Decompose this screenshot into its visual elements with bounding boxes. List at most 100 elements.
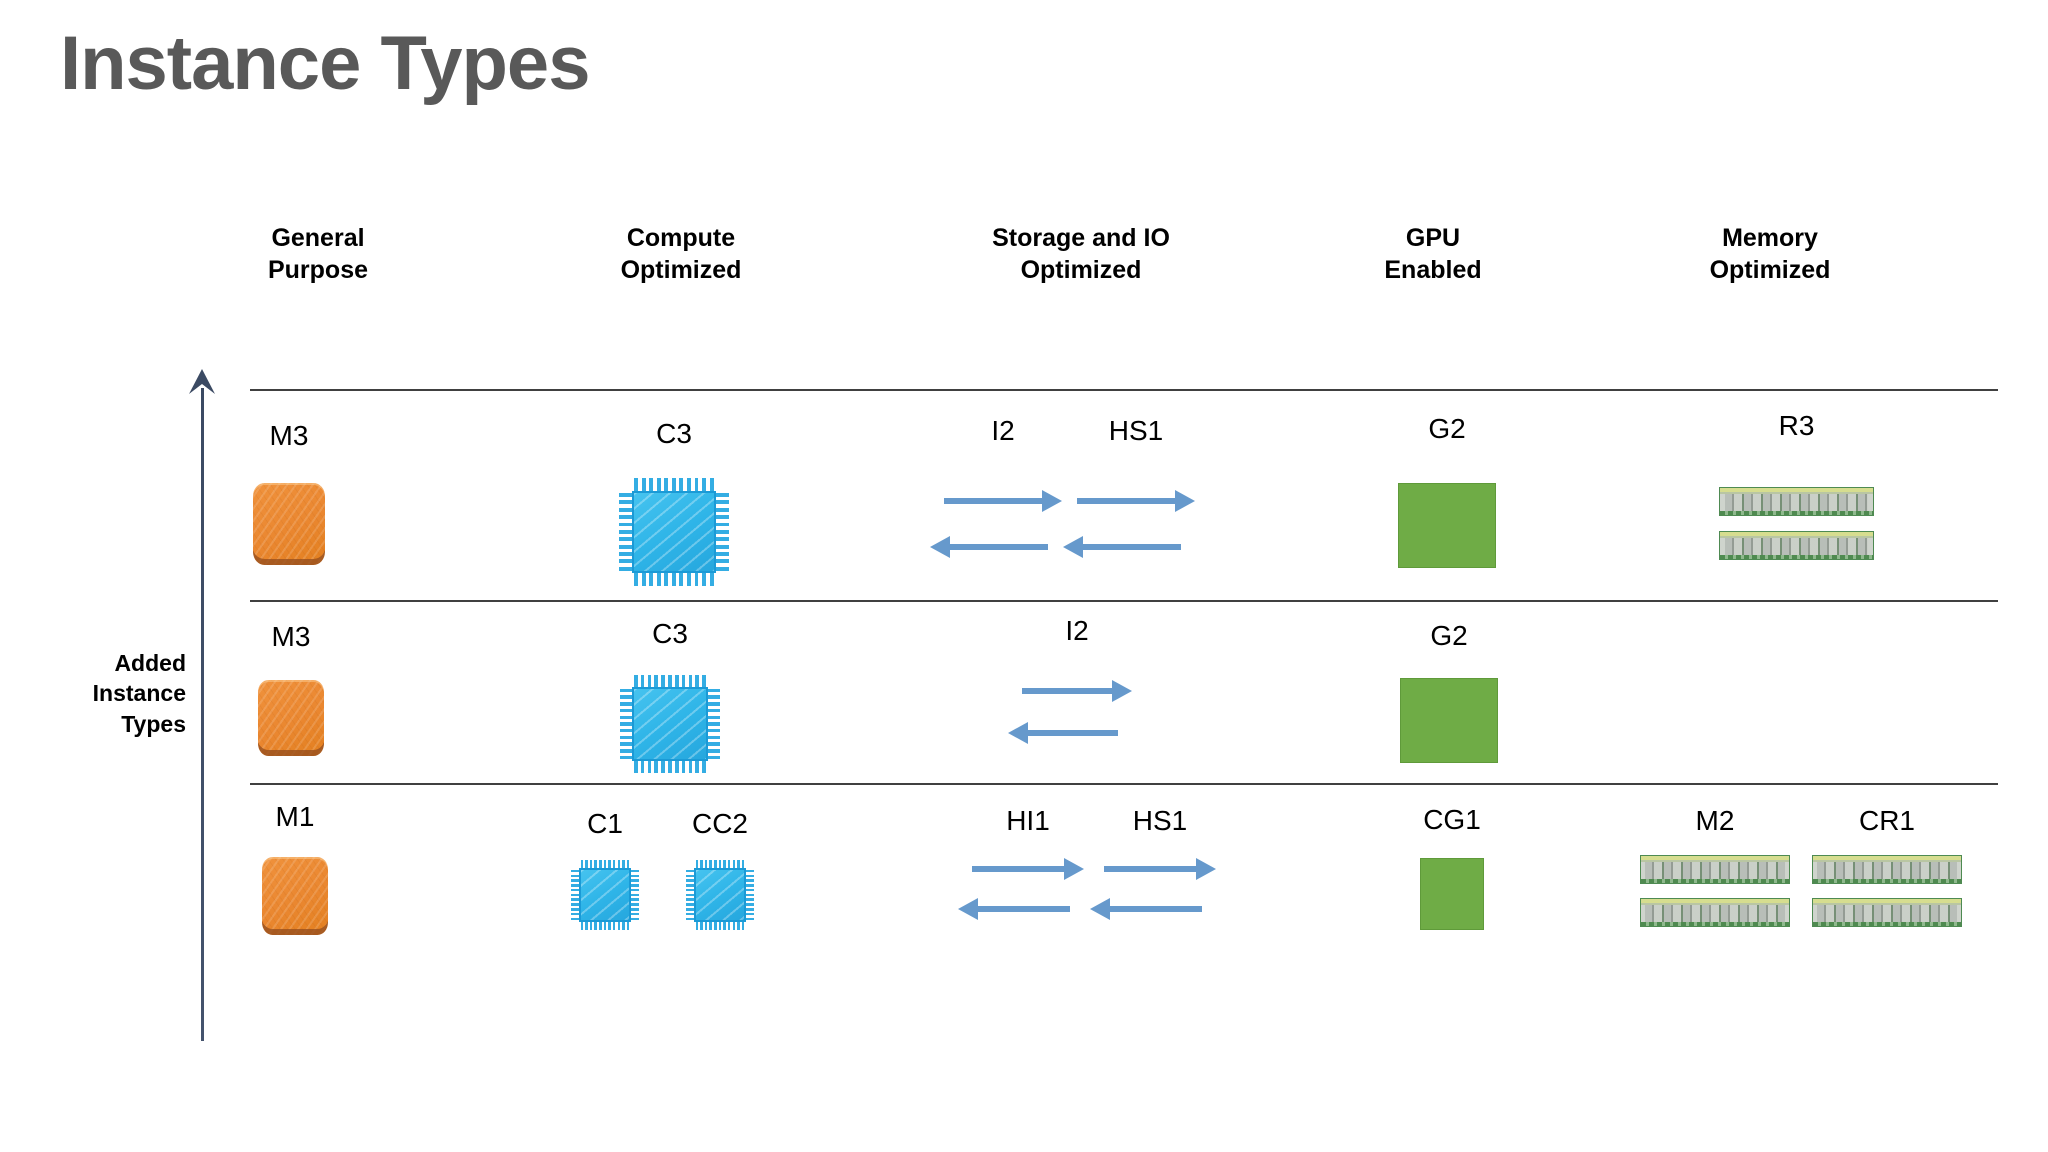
chip-die bbox=[632, 686, 708, 762]
cpu-orange-icon bbox=[253, 483, 325, 565]
axis-vertical-line bbox=[201, 388, 204, 1041]
column-header-line-2: Optimized bbox=[620, 256, 742, 284]
axis-label-line-2: Instance bbox=[92, 680, 186, 707]
ram-module bbox=[1812, 855, 1962, 884]
arrow-head bbox=[930, 536, 950, 558]
chip-pins-left bbox=[571, 869, 580, 921]
arrow-right-icon bbox=[1077, 490, 1195, 512]
chip-pins-left bbox=[686, 869, 695, 921]
instance-icon-c3 bbox=[620, 675, 720, 773]
instance-label-m3: M3 bbox=[269, 420, 309, 451]
instance-icon-hs1 bbox=[1090, 858, 1216, 920]
gpu-green-icon bbox=[1398, 483, 1496, 568]
instance-icon-cg1 bbox=[1420, 858, 1484, 930]
chip-pins-bottom bbox=[580, 921, 630, 930]
chip-die bbox=[694, 868, 746, 922]
instance-label-g2: G2 bbox=[1430, 620, 1468, 651]
arrow-shaft bbox=[974, 906, 1070, 912]
arrow-head bbox=[1064, 858, 1084, 880]
cpu-orange-icon bbox=[262, 857, 328, 935]
arrow-right-icon bbox=[972, 858, 1084, 880]
instance-icon-r3 bbox=[1719, 487, 1874, 560]
arrow-head bbox=[1196, 858, 1216, 880]
instance-label-g2: G2 bbox=[1428, 413, 1466, 444]
arrow-shaft bbox=[1022, 688, 1116, 694]
chip-pins-bottom bbox=[634, 573, 714, 586]
ram-stack-icon bbox=[1812, 855, 1962, 927]
instance-icon-cc2 bbox=[686, 860, 754, 930]
column-header-line-2: Purpose bbox=[267, 256, 369, 284]
arrow-shaft bbox=[944, 498, 1046, 504]
column-header-line-2: Optimized bbox=[1709, 256, 1831, 284]
ram-stack-icon bbox=[1640, 855, 1790, 927]
column-header-storage-io: Storage and IO Optimized bbox=[881, 222, 1281, 286]
instance-icon-m1 bbox=[262, 857, 328, 935]
arrow-head bbox=[1063, 536, 1083, 558]
chip-pins-top bbox=[634, 675, 706, 687]
page-title: Instance Types bbox=[60, 21, 590, 106]
column-header-line-1: General bbox=[271, 224, 365, 252]
arrow-shaft bbox=[1079, 544, 1181, 550]
instance-label-c1: C1 bbox=[587, 808, 623, 839]
row-separator-bottom bbox=[250, 783, 1998, 785]
row-separator-top bbox=[250, 389, 1998, 391]
bidirectional-arrows-icon bbox=[958, 858, 1084, 920]
instance-icon-cr1 bbox=[1812, 855, 1962, 927]
instance-label-cr1: CR1 bbox=[1858, 805, 1915, 836]
instance-icon-m3 bbox=[253, 483, 325, 565]
arrow-left-icon bbox=[958, 898, 1070, 920]
chip-die bbox=[579, 868, 631, 922]
chip-pins-bottom bbox=[695, 921, 745, 930]
arrow-shaft bbox=[972, 866, 1068, 872]
instance-label-i2: I2 bbox=[1065, 615, 1089, 646]
instance-label-hs1: HS1 bbox=[1132, 805, 1188, 836]
column-header-line-2: Enabled bbox=[1384, 256, 1482, 284]
column-header-line-1: Memory bbox=[1722, 224, 1818, 252]
arrow-right-icon bbox=[1104, 858, 1216, 880]
bidirectional-arrows-icon bbox=[1008, 680, 1132, 744]
instance-icon-i2 bbox=[1008, 680, 1132, 744]
instance-label-i2: I2 bbox=[991, 415, 1015, 446]
arrow-left-icon bbox=[930, 536, 1048, 558]
arrow-shaft bbox=[1024, 730, 1118, 736]
column-header-line-1: Storage and IO bbox=[992, 224, 1170, 252]
instance-label-r3: R3 bbox=[1778, 410, 1815, 441]
cpu-chip-blue-icon bbox=[571, 860, 639, 930]
column-header-line-1: Compute bbox=[626, 224, 736, 252]
instance-label-m2: M2 bbox=[1695, 805, 1735, 836]
arrow-head bbox=[958, 898, 978, 920]
instance-label-cc2: CC2 bbox=[691, 808, 748, 839]
ram-stack-icon bbox=[1719, 487, 1874, 560]
bidirectional-arrows-icon bbox=[1090, 858, 1216, 920]
cpu-chip-blue-icon bbox=[620, 675, 720, 773]
chip-pins-left bbox=[620, 688, 632, 760]
axis-label-line-1: Added bbox=[114, 650, 186, 676]
chip-pins-top bbox=[695, 860, 745, 869]
instance-icon-c3 bbox=[619, 478, 729, 586]
chip-pins-top bbox=[634, 478, 714, 491]
arrow-shaft bbox=[1104, 866, 1200, 872]
chip-pins-right bbox=[715, 493, 729, 571]
arrow-head bbox=[1042, 490, 1062, 512]
arrow-left-icon bbox=[1063, 536, 1181, 558]
axis-label: Added Instance Types bbox=[20, 648, 186, 739]
axis-arrow-up-icon bbox=[186, 368, 218, 398]
instance-label-c3: C3 bbox=[656, 418, 692, 449]
instance-icon-hs1 bbox=[1063, 490, 1195, 558]
instance-icon-i2 bbox=[930, 490, 1062, 558]
instance-label-cg1: CG1 bbox=[1423, 804, 1481, 835]
column-header-line-2: Optimized bbox=[1020, 256, 1142, 284]
bidirectional-arrows-icon bbox=[930, 490, 1062, 558]
instance-icon-g2 bbox=[1400, 678, 1498, 763]
arrow-head bbox=[1090, 898, 1110, 920]
instance-icon-hi1 bbox=[958, 858, 1084, 920]
instance-icon-m2 bbox=[1640, 855, 1790, 927]
gpu-green-icon bbox=[1400, 678, 1498, 763]
chip-pins-right bbox=[630, 869, 639, 921]
arrow-left-icon bbox=[1090, 898, 1202, 920]
ram-module bbox=[1812, 898, 1962, 927]
arrow-head bbox=[1112, 680, 1132, 702]
